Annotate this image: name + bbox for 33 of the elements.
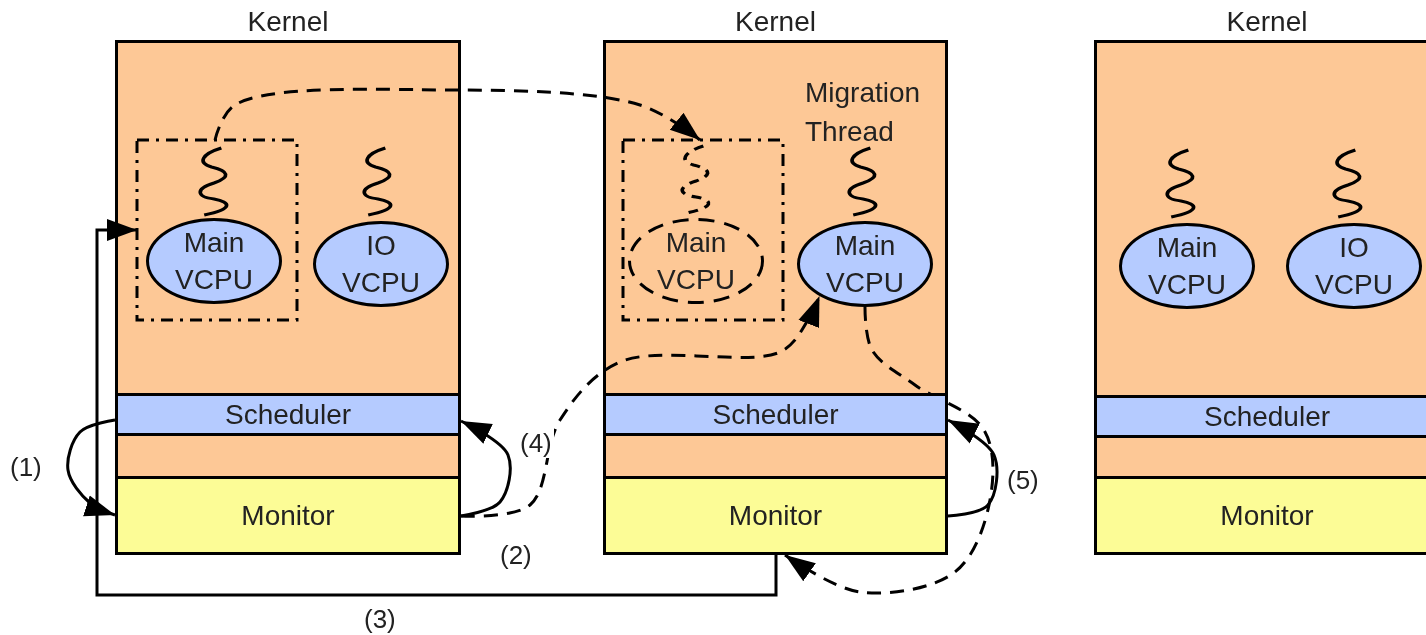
dash-dot-frame	[137, 140, 297, 320]
layer-label: Scheduler	[224, 398, 352, 431]
layer-band	[1094, 395, 1426, 438]
layer-band	[115, 393, 461, 436]
step-label: (4)	[518, 428, 554, 458]
vcpu-label: Main VCPU	[174, 226, 254, 297]
layer-band	[115, 476, 461, 555]
layer-band	[603, 393, 948, 436]
vcpu-label: Main VCPU	[1147, 231, 1227, 302]
kernel-heading: Kernel	[246, 5, 330, 39]
dash-dot-frame	[623, 140, 783, 320]
vcpu-label: IO VCPU	[341, 229, 421, 300]
arrow	[460, 295, 821, 518]
layer-label: Monitor	[241, 499, 335, 532]
layer-band	[603, 476, 948, 555]
arrow	[95, 219, 778, 597]
arrow	[66, 418, 116, 517]
layer-label: Scheduler	[1203, 400, 1331, 433]
vcpu-label: IO VCPU	[1314, 231, 1394, 302]
dashed-ellipse	[628, 218, 764, 304]
kernel-heading: Kernel	[734, 5, 817, 39]
layer-band	[1094, 476, 1426, 555]
layer-label: Scheduler	[712, 398, 839, 431]
layer-label: Monitor	[728, 499, 823, 532]
arrow	[460, 419, 512, 518]
arrow	[784, 306, 995, 595]
vcpu-label: Main VCPU	[825, 229, 905, 300]
thread-caption: Migration Thread	[805, 76, 922, 149]
vcpu-label: Main VCPU	[656, 226, 736, 297]
arrow	[213, 87, 701, 142]
layer-label: Monitor	[1220, 499, 1314, 532]
kernel-heading: Kernel	[1225, 5, 1309, 39]
arrow	[947, 418, 999, 518]
